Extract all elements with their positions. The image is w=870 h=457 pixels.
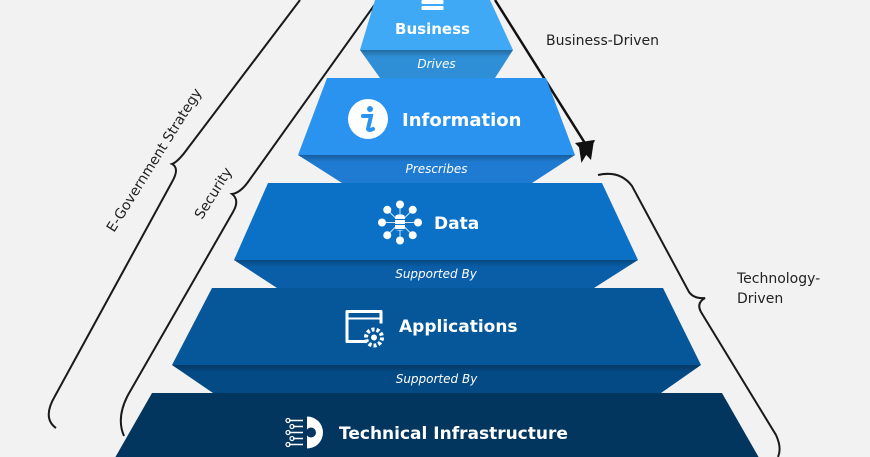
tier-business: Business bbox=[360, 0, 513, 78]
tier-data: Data bbox=[234, 183, 638, 288]
security-brace bbox=[119, 0, 379, 437]
connector-label: Supported By bbox=[396, 372, 478, 386]
technology-driven-label-line1: Technology- bbox=[736, 271, 820, 287]
app-window-gear-icon bbox=[345, 310, 384, 348]
document-stack-icon bbox=[421, 0, 444, 10]
technology-driven-label-line2: Driven bbox=[737, 291, 783, 307]
tier-shape bbox=[360, 0, 513, 50]
egovernment-strategy-brace bbox=[47, 0, 301, 429]
connector-band-shadow bbox=[172, 365, 701, 393]
right-boundary-line bbox=[750, 393, 780, 457]
tier-label: Data bbox=[434, 214, 479, 234]
circuit-gear-icon bbox=[285, 416, 323, 449]
arrow-tip bbox=[575, 140, 594, 160]
connector-band-shadow bbox=[298, 155, 575, 183]
tier-shape bbox=[115, 393, 759, 457]
tier-shape bbox=[234, 183, 638, 260]
technology-driven-brace bbox=[597, 172, 781, 457]
connector-label: Supported By bbox=[395, 267, 477, 281]
business-driven-label: Business-Driven bbox=[546, 33, 659, 49]
connector-label: Prescribes bbox=[406, 162, 468, 176]
connector-label: Drives bbox=[417, 57, 455, 71]
connector-band-shadow bbox=[234, 260, 638, 288]
tier-label: Technical Infrastructure bbox=[339, 424, 568, 444]
connector-band-shadow bbox=[360, 50, 513, 78]
tier-label: Applications bbox=[399, 317, 518, 337]
tier-label: Business bbox=[395, 20, 470, 38]
tier-label: Information bbox=[402, 110, 521, 131]
security-label: Security bbox=[192, 165, 236, 222]
pyramid-tiers: BusinessInformationDataApplicationsTechn… bbox=[115, 0, 759, 457]
tier-information: Information bbox=[298, 78, 575, 183]
tier-shape bbox=[172, 288, 701, 365]
database-network-icon bbox=[378, 200, 422, 245]
business-driven-arrow-line bbox=[493, 0, 590, 149]
info-icon bbox=[348, 99, 388, 139]
tier-applications: Applications bbox=[172, 288, 701, 393]
tier-technical-infrastructure: Technical Infrastructure bbox=[115, 393, 759, 457]
